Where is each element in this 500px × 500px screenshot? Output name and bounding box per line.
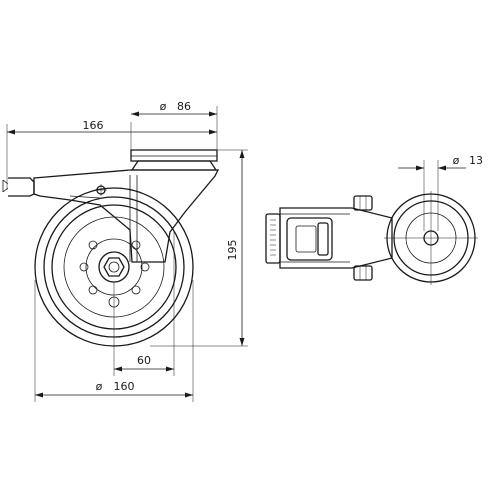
dimension-60: 60: [113, 232, 175, 376]
brake-pedal-grip: [270, 219, 276, 256]
hub-hole: [88, 285, 98, 295]
hub-hole: [131, 240, 141, 250]
diameter-symbol: ø: [160, 100, 167, 113]
brake-pedal: [265, 213, 281, 264]
dimension-label-160: 160: [114, 380, 135, 393]
dimension-195: 195: [150, 149, 248, 347]
dimension-diameter-86: ø 86: [131, 100, 218, 150]
fork-body: [33, 169, 220, 263]
swivel-head: [130, 160, 218, 171]
hub-hole: [88, 240, 98, 250]
hub-hole: [79, 262, 89, 272]
brake-lever: [8, 177, 35, 197]
brake-catch: [317, 222, 329, 256]
brake-housing: [286, 217, 333, 261]
axle-bolt-bottom: [353, 265, 373, 281]
dimension-label-195: 195: [226, 240, 239, 261]
dimension-label-13: 13: [469, 154, 483, 167]
dimension-label-166: 166: [83, 119, 104, 132]
castor-top-view: [265, 191, 478, 285]
diameter-symbol: ø: [453, 154, 460, 167]
top-plate: [130, 149, 218, 162]
fork-top: [279, 207, 393, 269]
dimension-diameter-13: ø 13: [398, 154, 483, 231]
dimension-166: 166: [6, 119, 217, 190]
diameter-symbol: ø: [96, 380, 103, 393]
hub-hole: [131, 285, 141, 295]
dimension-diameter-160: ø 160: [34, 280, 194, 402]
brake-pad: [295, 225, 317, 253]
axle-nut: [103, 257, 125, 277]
castor-side-view: [2, 149, 220, 347]
dimension-label-60: 60: [137, 354, 151, 367]
axle-bolt-top: [353, 195, 373, 211]
hub-hole: [140, 262, 150, 272]
dimension-label-86: 86: [177, 100, 191, 113]
